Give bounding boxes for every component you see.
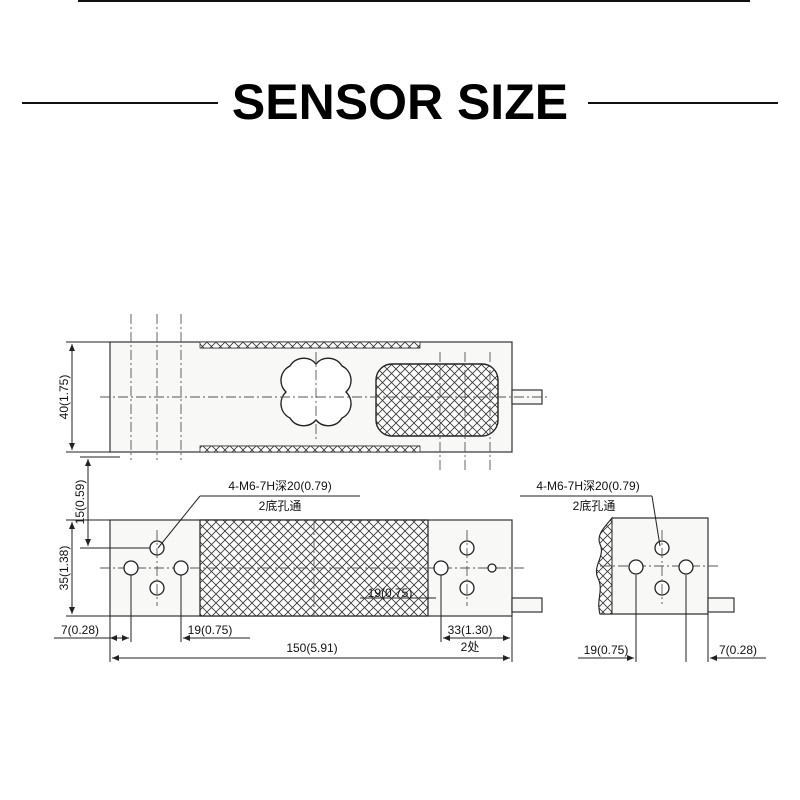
front-length-label: 150(5.91) — [286, 641, 337, 655]
front-top-offset-label: 15(0.59) — [73, 480, 87, 525]
title-block: SENSOR SIZE — [0, 70, 800, 134]
front-view: 4-M6-7H深20(0.79) 2底孔通 15(0.59) 35(1.38) … — [54, 456, 543, 662]
top-height-label: 40(1.75) — [57, 375, 71, 420]
gauge-pocket — [375, 363, 499, 437]
title-rule-left — [22, 102, 218, 104]
front-left-edge-label: 7(0.28) — [61, 623, 99, 637]
side-thread-leader — [651, 495, 661, 547]
front-view-cable — [511, 597, 543, 613]
front-count-label: 2处 — [461, 640, 480, 654]
front-thread-leader — [157, 495, 201, 549]
side-right-edge-label: 7(0.28) — [719, 643, 757, 657]
top-view: 40(1.75) — [57, 314, 548, 470]
bottom-strip-hatch — [199, 445, 421, 453]
front-hole-left-4 — [173, 560, 189, 576]
title-rule-right — [588, 102, 778, 104]
side-hole-span-label: 19(0.75) — [584, 643, 629, 657]
top-rule — [78, 0, 750, 2]
front-hole-right-1 — [433, 560, 449, 576]
front-hole-left-1 — [123, 560, 139, 576]
front-bottom-hole-label: 2底孔通 — [259, 498, 302, 513]
side-view-cable — [707, 597, 735, 613]
front-right-span-label: 33(1.30) — [448, 623, 493, 637]
front-inner-label: 19(0.75) — [368, 586, 413, 600]
side-hole-1 — [628, 559, 644, 575]
front-thread-label: 4-M6-7H深20(0.79) — [228, 479, 331, 493]
page-title: SENSOR SIZE — [231, 74, 569, 130]
side-hole-4 — [678, 559, 694, 575]
side-bottom-hole-label: 2底孔通 — [573, 498, 616, 513]
top-strip-hatch — [199, 341, 421, 349]
front-hole-right-4 — [487, 563, 497, 573]
side-thread-label: 4-M6-7H深20(0.79) — [536, 479, 639, 493]
side-view: 4-M6-7H深20(0.79) 2底孔通 19(0.75) 7(0.28) — [520, 479, 766, 662]
front-height-label: 35(1.38) — [57, 546, 71, 591]
front-hole-span-label: 19(0.75) — [188, 623, 233, 637]
